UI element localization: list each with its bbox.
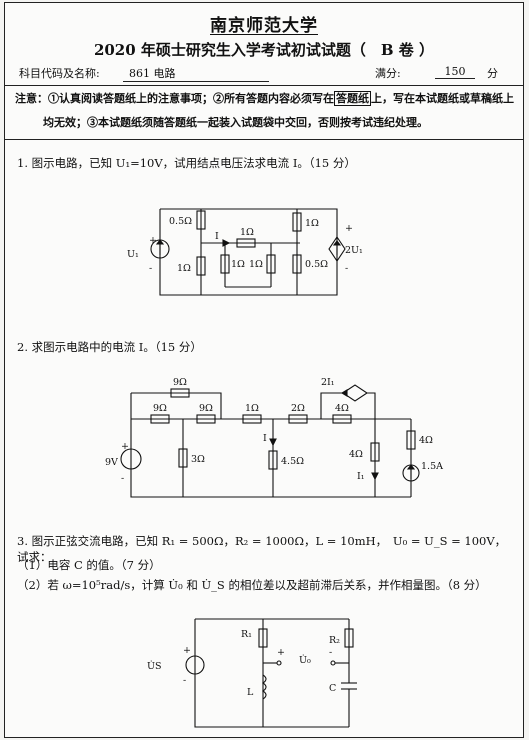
i-src-label: 1.5A xyxy=(421,461,443,472)
r-4v-label: 4Ω xyxy=(349,449,363,460)
dep-label: 2U₁ xyxy=(345,245,363,256)
r-45-label: 4.5Ω xyxy=(281,456,304,467)
question-3-sub-1: （1）电容 C 的值。（7 分） xyxy=(17,558,161,572)
r-05-label: 0.5Ω xyxy=(169,216,192,227)
question-1-circuit: + - U₁ 0.5Ω 1Ω 1Ω I 1Ω 1Ω 1Ω 0.5Ω + 2U₁ … xyxy=(127,208,363,296)
v-minus: - xyxy=(121,473,124,484)
question-3-circuit: + U̇S - R₁ L R₂ C + U̇₀ - xyxy=(147,618,357,728)
question-2-text: 2. 求图示电路中的电流 I。（15 分） xyxy=(17,340,202,354)
dep-plus: + xyxy=(345,223,353,234)
score-unit: 分 xyxy=(487,67,498,80)
us-minus: - xyxy=(183,675,186,686)
r-9a-label: 9Ω xyxy=(153,403,167,414)
r-1-label: 1Ω xyxy=(245,403,259,414)
notice-line-1: 注意：①认真阅读答题纸上的注意事项；②所有答题内容必须写在答题纸上，写在本试题纸… xyxy=(15,91,514,106)
uo-minus: - xyxy=(329,647,332,658)
l-label: L xyxy=(247,687,254,698)
v-plus: + xyxy=(121,441,129,452)
r-top-label: 1Ω xyxy=(305,218,319,229)
dep-minus: - xyxy=(345,263,348,274)
c-label: C xyxy=(329,683,336,694)
us-label: U̇S xyxy=(147,660,162,672)
i1-label: I₁ xyxy=(357,471,365,482)
u1-minus: - xyxy=(149,263,152,274)
r-3-label: 3Ω xyxy=(191,454,205,465)
question-3-text: 3. 图示正弦交流电路，已知 R₁ = 500Ω，R₂ = 1000Ω，L = … xyxy=(17,534,507,564)
r-2-label: 2Ω xyxy=(291,403,305,414)
score-value: 150 xyxy=(435,65,475,79)
r-mid-label: 1Ω xyxy=(240,227,254,238)
question-2-circuit: 9Ω 9Ω 9Ω 1Ω 2Ω 4Ω 2I₁ + 9V - 3Ω I 4.5Ω 4… xyxy=(105,377,443,498)
u1-label: U₁ xyxy=(127,249,139,260)
uo-label: U̇₀ xyxy=(299,654,311,666)
exam-page: 南京师范大学 2020 年硕士研究生入学考试初试试题（ B 卷 ） 科目代码及名… xyxy=(4,2,524,738)
r-c2-label: 1Ω xyxy=(249,259,263,270)
r-c1-label: 1Ω xyxy=(231,259,245,270)
r-9b-label: 9Ω xyxy=(199,403,213,414)
notice-line-2: 均无效；③本试题纸须随答题纸一起装入试题袋中交回，否则按考试违纪处理。 xyxy=(43,116,428,129)
r-4r-label: 4Ω xyxy=(419,435,433,446)
us-plus: + xyxy=(183,645,191,656)
score-label: 满分: xyxy=(375,67,401,80)
r-4h-label: 4Ω xyxy=(335,403,349,414)
university-name: 南京师范大学 xyxy=(210,16,318,36)
r1-label: R₁ xyxy=(241,629,252,640)
subject-value: 861 电路 xyxy=(123,65,269,82)
r-9top-label: 9Ω xyxy=(173,377,187,388)
divider xyxy=(5,139,523,140)
r2-label: R₂ xyxy=(329,635,340,646)
r-left-label: 1Ω xyxy=(177,263,191,274)
v-src-label: 9V xyxy=(105,457,118,468)
u1-plus: + xyxy=(149,235,157,246)
exam-title: 2020 年硕士研究生入学考试初试试题（ B 卷 ） xyxy=(93,41,435,59)
current-label: I xyxy=(215,231,219,242)
dep-label: 2I₁ xyxy=(321,377,335,388)
divider xyxy=(5,85,523,86)
current-label: I xyxy=(263,433,267,444)
subject-label: 科目代码及名称: xyxy=(19,67,100,80)
uo-plus: + xyxy=(277,647,285,658)
question-3-sub-2: （2）若 ω=10⁵rad/s，计算 U̇₀ 和 U̇_S 的相位差以及超前滞后… xyxy=(17,578,487,592)
question-1-text: 1. 图示电路，已知 U₁=10V，试用结点电压法求电流 I。（15 分） xyxy=(17,156,356,170)
r-right-label: 0.5Ω xyxy=(305,259,328,270)
